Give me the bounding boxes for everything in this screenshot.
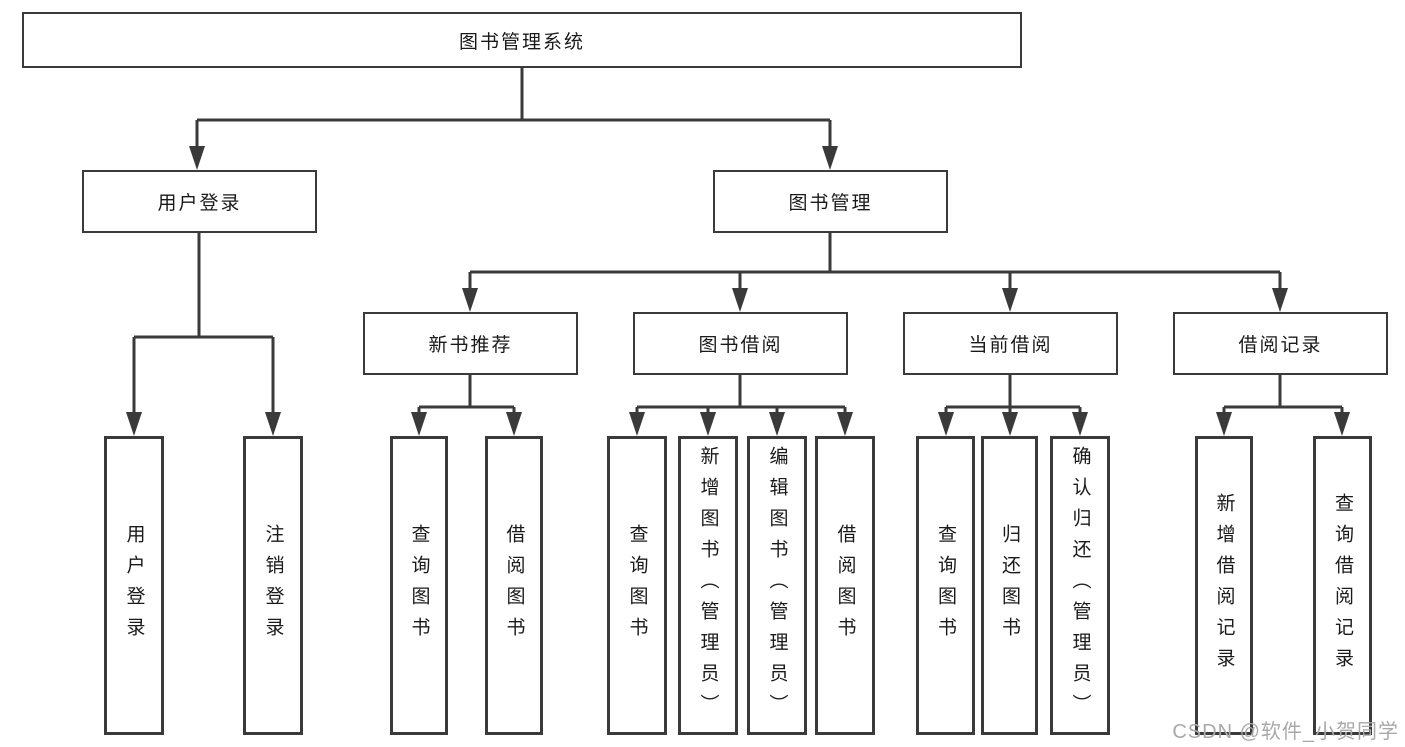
leaf-label: 借阅图书 (503, 523, 525, 648)
node-book-borrowing: 图书借阅 (633, 312, 848, 375)
node-book-management: 图书管理 (713, 170, 948, 233)
leaf-edit-books-admin: 编辑图书（管理员） (747, 436, 807, 735)
leaf-label: 查询图书 (935, 523, 956, 648)
node-label: 当前借阅 (968, 335, 1053, 356)
leaf-logout: 注销登录 (243, 436, 303, 735)
leaf-label: 查询图书 (408, 523, 430, 648)
node-new-book-recommend: 新书推荐 (363, 312, 578, 375)
node-label: 图书管理 (788, 193, 873, 214)
node-label: 借阅记录 (1238, 335, 1323, 356)
leaf-query-books-borrow: 查询图书 (607, 436, 667, 735)
node-label: 图书管理系统 (458, 31, 585, 53)
leaf-label: 用户登录 (123, 523, 145, 648)
node-library-management-system: 图书管理系统 (22, 12, 1022, 68)
leaf-query-books-recommend: 查询图书 (390, 436, 448, 735)
leaf-label: 新增借阅记录 (1213, 492, 1235, 679)
csdn-watermark: CSDN @软件_小贺同学 (1172, 721, 1399, 743)
leaf-label: 查询借阅记录 (1332, 492, 1353, 679)
leaf-label: 新增图书（管理员） (697, 446, 719, 725)
leaf-return-books: 归还图书 (981, 436, 1038, 735)
node-label: 用户登录 (157, 193, 242, 214)
leaf-query-borrow-record: 查询借阅记录 (1313, 436, 1372, 735)
leaf-borrow-books: 借阅图书 (815, 436, 875, 735)
leaf-label: 查询图书 (626, 523, 648, 648)
leaf-add-books-admin: 新增图书（管理员） (678, 436, 738, 735)
node-label: 新书推荐 (428, 335, 513, 356)
node-borrowing-records: 借阅记录 (1173, 312, 1388, 375)
leaf-label: 确认归还（管理员） (1069, 446, 1091, 725)
leaf-label: 借阅图书 (834, 523, 856, 648)
node-current-borrowing: 当前借阅 (903, 312, 1118, 375)
leaf-query-books-current: 查询图书 (916, 436, 975, 735)
leaf-borrow-books-recommend: 借阅图书 (485, 436, 543, 735)
leaf-user-login: 用户登录 (104, 436, 164, 735)
node-label: 图书借阅 (698, 335, 783, 356)
leaf-confirm-return-admin: 确认归还（管理员） (1050, 436, 1110, 735)
leaf-label: 归还图书 (999, 523, 1020, 648)
node-user-login: 用户登录 (82, 170, 317, 233)
leaf-add-borrow-record: 新增借阅记录 (1195, 436, 1253, 735)
leaf-label: 编辑图书（管理员） (766, 446, 788, 725)
leaf-label: 注销登录 (262, 523, 284, 648)
